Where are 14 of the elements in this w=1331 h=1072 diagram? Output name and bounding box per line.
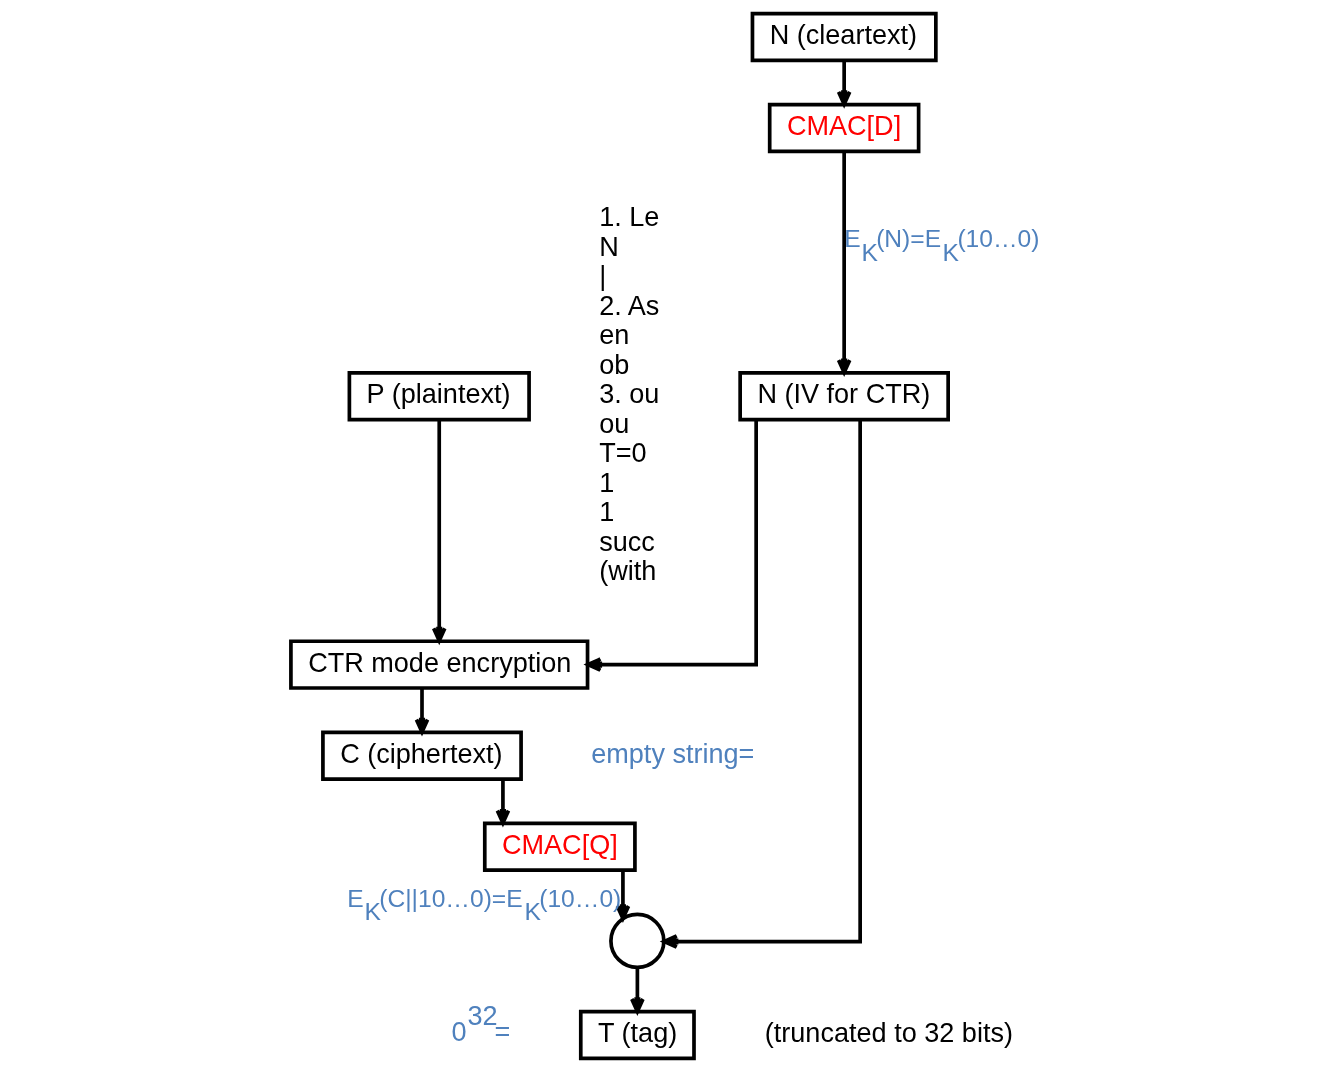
label: | — [598, 260, 606, 292]
label: 1. Le — [598, 200, 659, 232]
label: T=0 — [598, 437, 647, 469]
label: 1 — [598, 496, 614, 528]
node-label: empty string= — [590, 737, 754, 769]
label: ob — [598, 348, 629, 380]
label: 1 — [598, 466, 614, 498]
label: ou — [598, 407, 629, 439]
label: en — [598, 319, 629, 351]
label: succ — [598, 525, 655, 557]
label: N — [598, 230, 619, 262]
label: 3. ou — [598, 378, 659, 410]
node-label: (truncated to 32 bits) — [764, 1016, 1013, 1048]
label: (with — [598, 555, 656, 587]
